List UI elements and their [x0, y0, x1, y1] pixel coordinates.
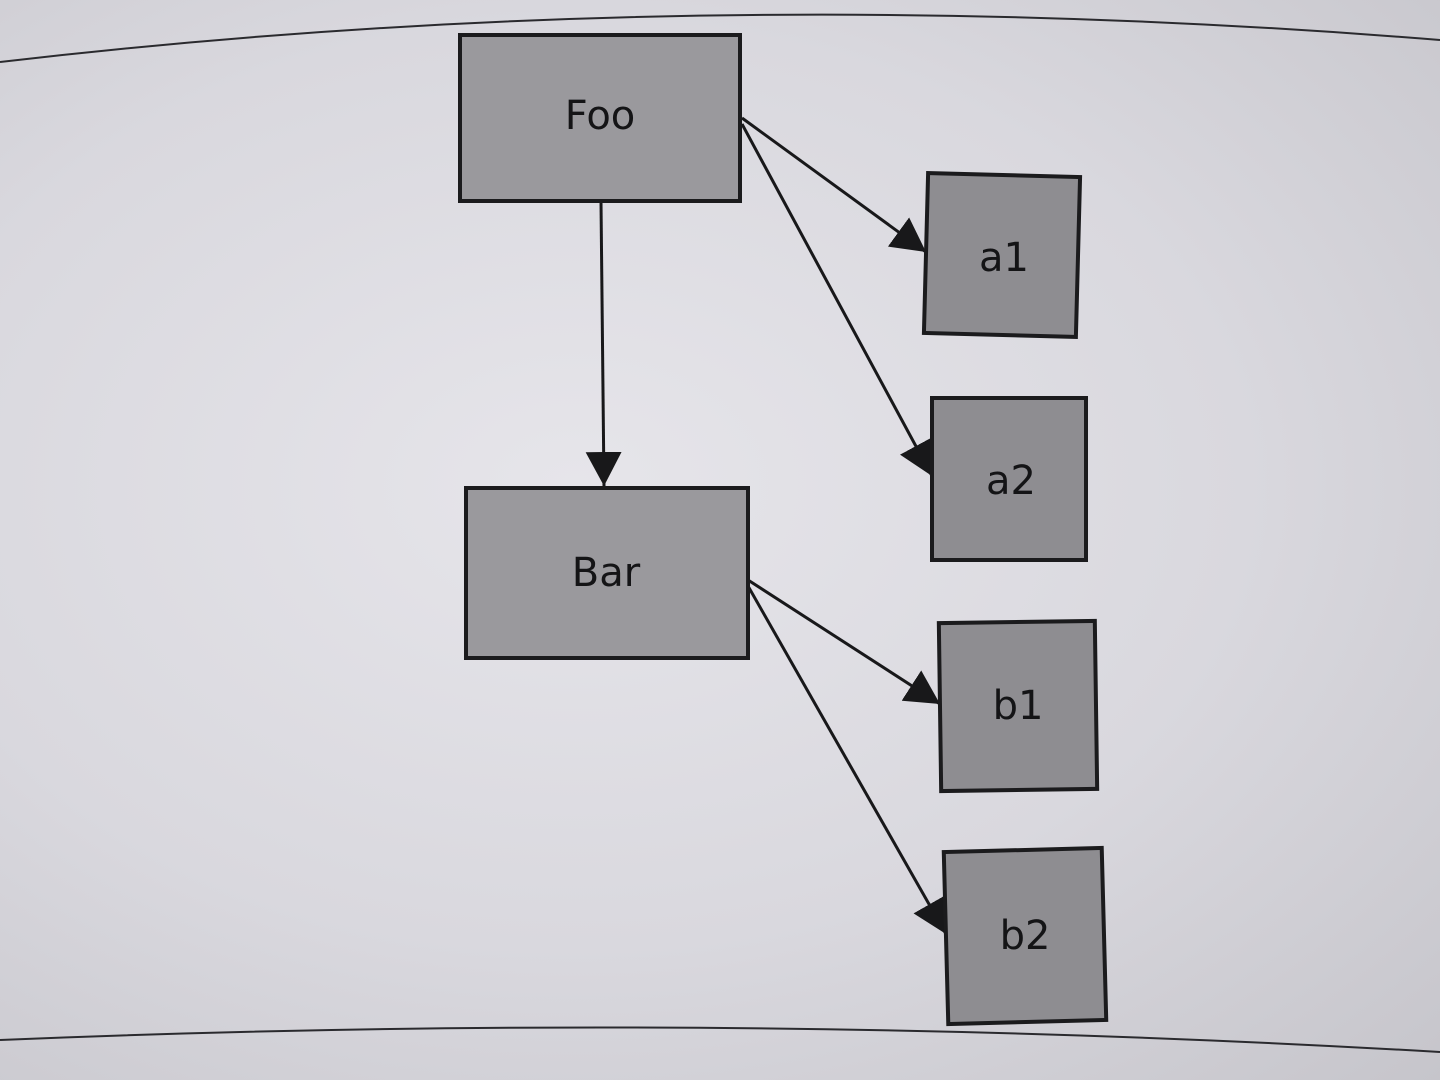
node-b1-label: b1 — [993, 683, 1044, 729]
node-bar-label: Bar — [572, 550, 641, 596]
node-foo-label: Foo — [565, 93, 636, 139]
edge-bar-b1 — [747, 578, 941, 706]
edge-foo-a1 — [741, 116, 927, 254]
node-foo: Foo — [458, 33, 742, 203]
edge-foo-a2 — [740, 123, 934, 477]
edge-foo-bar — [585, 201, 622, 487]
node-a1-label: a1 — [979, 235, 1029, 281]
node-bar: Bar — [464, 486, 750, 660]
node-b2: b2 — [941, 845, 1109, 1027]
node-a1: a1 — [921, 170, 1083, 340]
node-a2-label: a2 — [986, 458, 1036, 504]
node-a2: a2 — [930, 396, 1088, 562]
node-b1: b1 — [936, 618, 1100, 794]
edge-bar-b2 — [746, 585, 948, 935]
edges — [585, 116, 948, 935]
node-b2-label: b2 — [1000, 913, 1051, 959]
